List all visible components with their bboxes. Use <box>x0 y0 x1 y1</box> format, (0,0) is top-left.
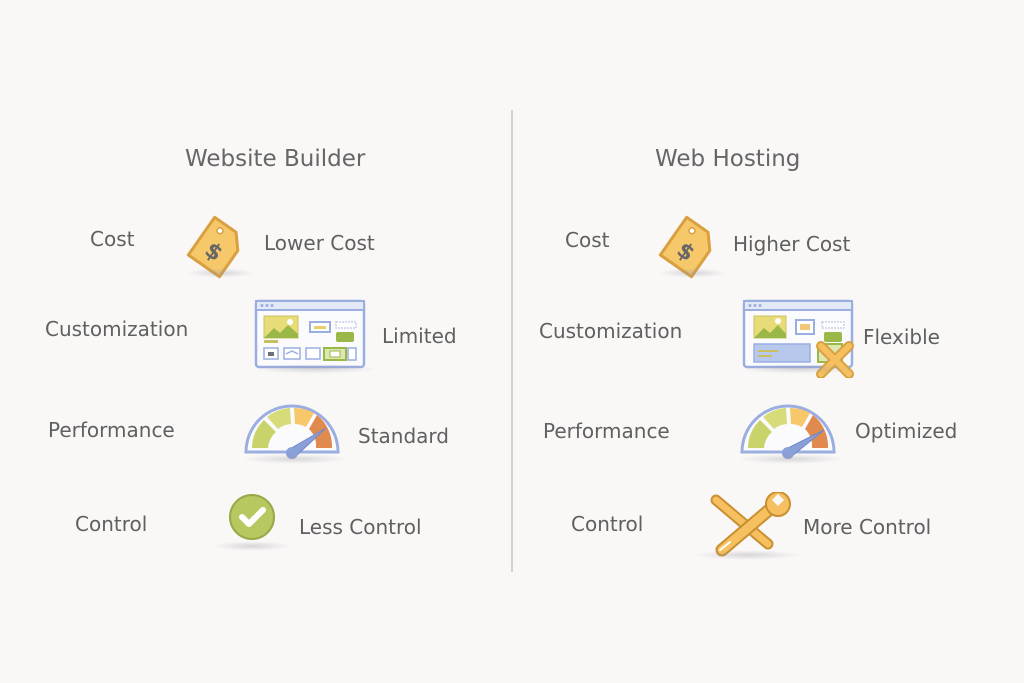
right-customization-value: Flexible <box>863 325 940 349</box>
left-performance-value: Standard <box>358 424 449 448</box>
right-column-title: Web Hosting <box>655 146 801 172</box>
price-tag-icon: $ <box>650 212 730 282</box>
right-cost-label: Cost <box>565 228 610 252</box>
comparison-divider <box>511 110 513 572</box>
left-control-value: Less Control <box>299 515 422 539</box>
right-performance-label: Performance <box>543 419 670 443</box>
right-cost-value: Higher Cost <box>733 232 851 256</box>
left-cost-value: Lower Cost <box>264 231 375 255</box>
website-layout-icon <box>250 298 380 378</box>
right-control-label: Control <box>571 512 644 536</box>
wrench-screwdriver-icon <box>692 491 802 562</box>
checkmark-icon <box>212 493 292 555</box>
left-column-title: Website Builder <box>185 146 366 172</box>
speedometer-icon <box>736 400 846 466</box>
right-control-value: More Control <box>803 515 932 539</box>
website-layout-tools-icon <box>738 298 868 379</box>
left-customization-label: Customization <box>45 317 189 341</box>
right-performance-value: Optimized <box>855 419 958 443</box>
left-performance-label: Performance <box>48 418 175 442</box>
speedometer-icon <box>240 400 350 466</box>
left-cost-label: Cost <box>90 227 135 251</box>
price-tag-icon: $ <box>178 212 258 282</box>
right-customization-label: Customization <box>539 319 683 343</box>
left-control-label: Control <box>75 512 148 536</box>
left-customization-value: Limited <box>382 324 457 348</box>
